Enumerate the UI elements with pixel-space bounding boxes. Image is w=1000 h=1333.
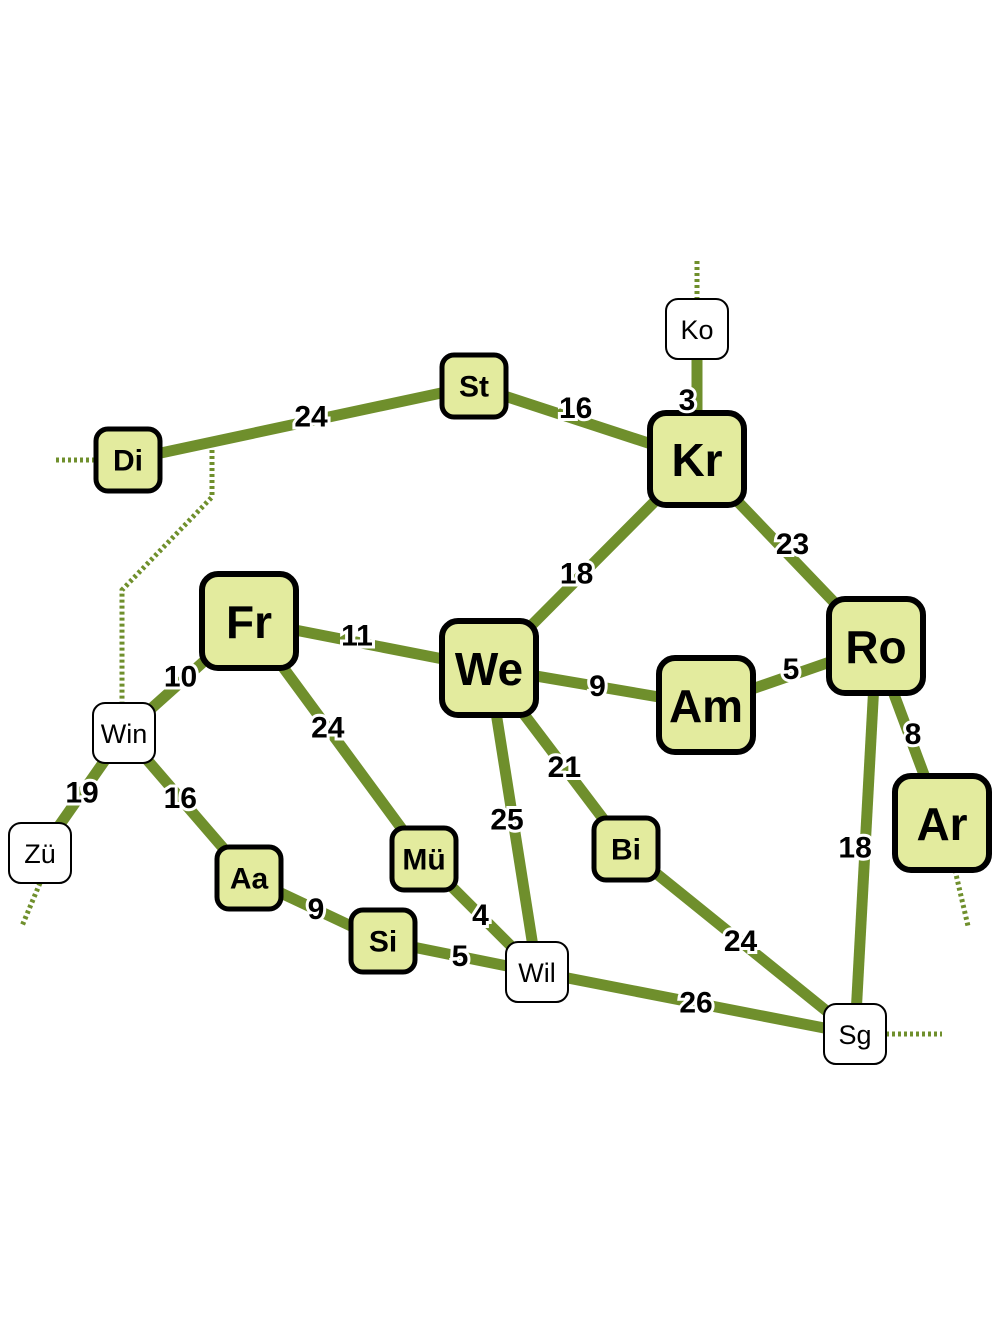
station-label-mu: Mü xyxy=(402,844,445,877)
station-mu[interactable]: Mü xyxy=(392,828,456,890)
weight-label-we-am: 9 xyxy=(589,670,606,703)
station-si[interactable]: Si xyxy=(351,910,415,972)
station-label-si: Si xyxy=(369,926,397,959)
station-label-win: Win xyxy=(101,719,148,749)
station-label-bi: Bi xyxy=(611,834,641,867)
weight-label-win-aa: 16 xyxy=(164,782,197,815)
station-st[interactable]: St xyxy=(442,355,506,417)
station-we[interactable]: We xyxy=(442,621,536,715)
ext-line-ar xyxy=(955,870,968,926)
station-win[interactable]: Win xyxy=(93,703,155,763)
station-label-aa: Aa xyxy=(230,863,269,896)
station-label-zu: Zü xyxy=(24,839,56,869)
weight-label-win-fr: 10 xyxy=(164,661,197,694)
weight-label-mu-wil: 4 xyxy=(472,899,489,932)
station-wil[interactable]: Wil xyxy=(506,942,568,1002)
weight-label-fr-we: 11 xyxy=(341,620,373,653)
weight-label-bi-sg: 24 xyxy=(724,925,758,958)
weight-label-we-bi: 21 xyxy=(548,751,581,784)
weight-label-kr-we: 18 xyxy=(560,557,593,590)
station-label-di: Di xyxy=(113,445,143,478)
weight-label-fr-mu: 24 xyxy=(311,712,345,745)
station-label-am: Am xyxy=(669,680,743,732)
station-kr[interactable]: Kr xyxy=(650,413,744,505)
station-label-wil: Wil xyxy=(518,958,555,988)
station-label-ro: Ro xyxy=(845,621,906,673)
ext-line-zu xyxy=(22,883,40,926)
weight-label-ro-ar: 8 xyxy=(905,718,922,751)
weight-label-we-wil: 25 xyxy=(490,804,523,837)
station-fr[interactable]: Fr xyxy=(202,574,296,668)
weight-label-wil-sg: 26 xyxy=(679,987,712,1020)
station-label-ar: Ar xyxy=(916,798,967,850)
station-label-ko: Ko xyxy=(680,315,713,345)
station-ro[interactable]: Ro xyxy=(829,599,923,693)
station-label-kr: Kr xyxy=(671,434,722,486)
weight-label-aa-si: 9 xyxy=(308,893,325,926)
station-am[interactable]: Am xyxy=(659,658,753,752)
weight-label-win-zu: 19 xyxy=(65,777,98,810)
station-label-fr: Fr xyxy=(226,596,272,648)
weight-label-si-wil: 5 xyxy=(452,940,469,973)
station-label-st: St xyxy=(459,371,489,404)
station-label-sg: Sg xyxy=(838,1020,871,1050)
weight-label-am-ro: 5 xyxy=(783,653,800,686)
station-di[interactable]: Di xyxy=(96,429,160,491)
station-label-we: We xyxy=(455,643,523,695)
station-aa[interactable]: Aa xyxy=(217,847,281,909)
weight-label-kr-ro: 23 xyxy=(776,528,809,561)
weight-label-ko-kr: 3 xyxy=(679,384,696,417)
station-ar[interactable]: Ar xyxy=(895,776,989,870)
weight-label-ro-sg: 18 xyxy=(838,831,871,864)
station-zu[interactable]: Zü xyxy=(9,823,71,883)
station-ko[interactable]: Ko xyxy=(666,299,728,359)
station-bi[interactable]: Bi xyxy=(594,818,658,880)
station-sg[interactable]: Sg xyxy=(824,1004,886,1064)
weight-label-st-kr: 16 xyxy=(559,392,592,425)
weight-label-di-st: 24 xyxy=(294,401,328,434)
